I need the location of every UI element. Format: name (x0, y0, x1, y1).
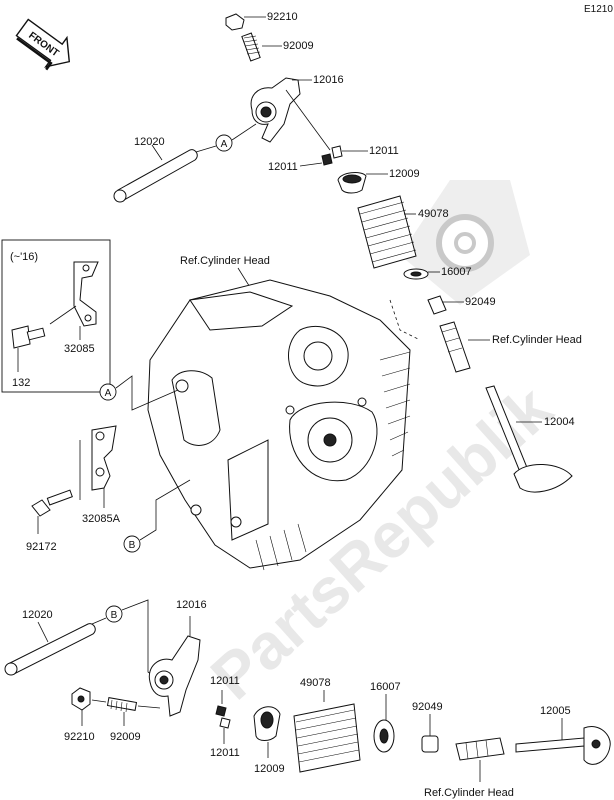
callout-a-left: A (99, 375, 179, 411)
label-92049-top: 92049 (465, 296, 496, 308)
seat-16007-top: 16007 (403, 266, 472, 280)
label-12011-top-b: 12011 (268, 161, 298, 173)
callout-a-top: A (195, 123, 257, 153)
nut-92210-bot: 92210 (64, 687, 95, 743)
valve-guide-bot: Ref.Cylinder Head (424, 737, 514, 799)
label-92049-bot: 92049 (412, 701, 443, 713)
label-49078-top: 49078 (418, 208, 449, 220)
label-12011-bot-a: 12011 (210, 675, 240, 687)
gear-watermark-icon (400, 180, 530, 305)
year-variant-box: (~'16) 32085 132 (1, 239, 111, 393)
svg-text:B: B (129, 540, 136, 551)
label-92210-top: 92210 (267, 11, 298, 23)
label-92172: 92172 (26, 541, 57, 553)
label-49078-bot: 49078 (300, 677, 331, 689)
seat-16007-bot: 16007 (370, 681, 401, 753)
shaft-12020-bot: 12020 (4, 609, 96, 676)
cotter-12011-bot: 12011 12011 (210, 675, 240, 759)
ref-cylinder-head-top: Ref.Cylinder Head (180, 255, 270, 267)
ref-cylinder-head-right: Ref.Cylinder Head (492, 334, 582, 346)
seal-92049-top: 92049 (427, 295, 496, 315)
label-92009-bot: 92009 (110, 731, 141, 743)
spring-49078-bot: 49078 (293, 677, 361, 773)
label-12005: 12005 (540, 705, 571, 717)
screw-92009-top: 92009 (241, 32, 314, 62)
label-12009-top: 12009 (389, 168, 420, 180)
label-16007-bot: 16007 (370, 681, 401, 693)
cotter-12011-top: 12011 12011 (268, 145, 399, 173)
rocker-arm-12016-top: 12016 (250, 74, 344, 151)
svg-text:B: B (111, 610, 118, 621)
spring-49078-top: 49078 (357, 195, 449, 269)
shaft-12020-top: 12020 (113, 136, 198, 203)
label-132: 132 (12, 377, 30, 389)
screw-92172: 92172 (26, 489, 73, 553)
svg-text:A: A (221, 139, 228, 150)
screw-92009-bot: 92009 (106, 697, 141, 743)
valve-12005: 12005 (515, 705, 611, 765)
label-12011-top-a: 12011 (369, 145, 399, 157)
retainer-12009-top: 12009 (337, 168, 420, 194)
label-32085a: 32085A (82, 513, 121, 525)
retainer-12009-bot: 12009 (253, 706, 285, 775)
year-note: (~'16) (10, 251, 38, 263)
label-12004: 12004 (544, 416, 575, 428)
callout-b-bot: B (91, 599, 155, 677)
rocker-arm-12016-bot: 12016 (148, 599, 207, 717)
front-arrow-icon: FRONT (15, 18, 71, 71)
label-12016-top: 12016 (313, 74, 344, 86)
svg-text:A: A (105, 388, 112, 399)
ref-cylinder-head-bottom: Ref.Cylinder Head (424, 787, 514, 799)
label-32085: 32085 (64, 343, 95, 355)
label-92009-top: 92009 (283, 40, 314, 52)
valve-12004: 12004 (485, 385, 575, 493)
label-12016-bot: 12016 (176, 599, 207, 611)
label-92210-bot: 92210 (64, 731, 95, 743)
label-12011-bot-b: 12011 (210, 747, 240, 759)
nut-92210-top: 92210 (225, 11, 298, 31)
label-16007-top: 16007 (441, 266, 472, 278)
valve-guide-top: Ref.Cylinder Head (439, 321, 582, 373)
label-12020-bot: 12020 (22, 609, 53, 621)
bracket-32085a: 32085A (79, 425, 121, 525)
label-12009-bot: 12009 (254, 763, 285, 775)
seal-92049-bot: 92049 (412, 701, 443, 753)
cylinder-head: Ref.Cylinder Head (147, 255, 411, 571)
label-12020-top: 12020 (134, 136, 165, 148)
page-code: E1210 (584, 4, 613, 15)
callout-b-mid: B (123, 479, 191, 553)
